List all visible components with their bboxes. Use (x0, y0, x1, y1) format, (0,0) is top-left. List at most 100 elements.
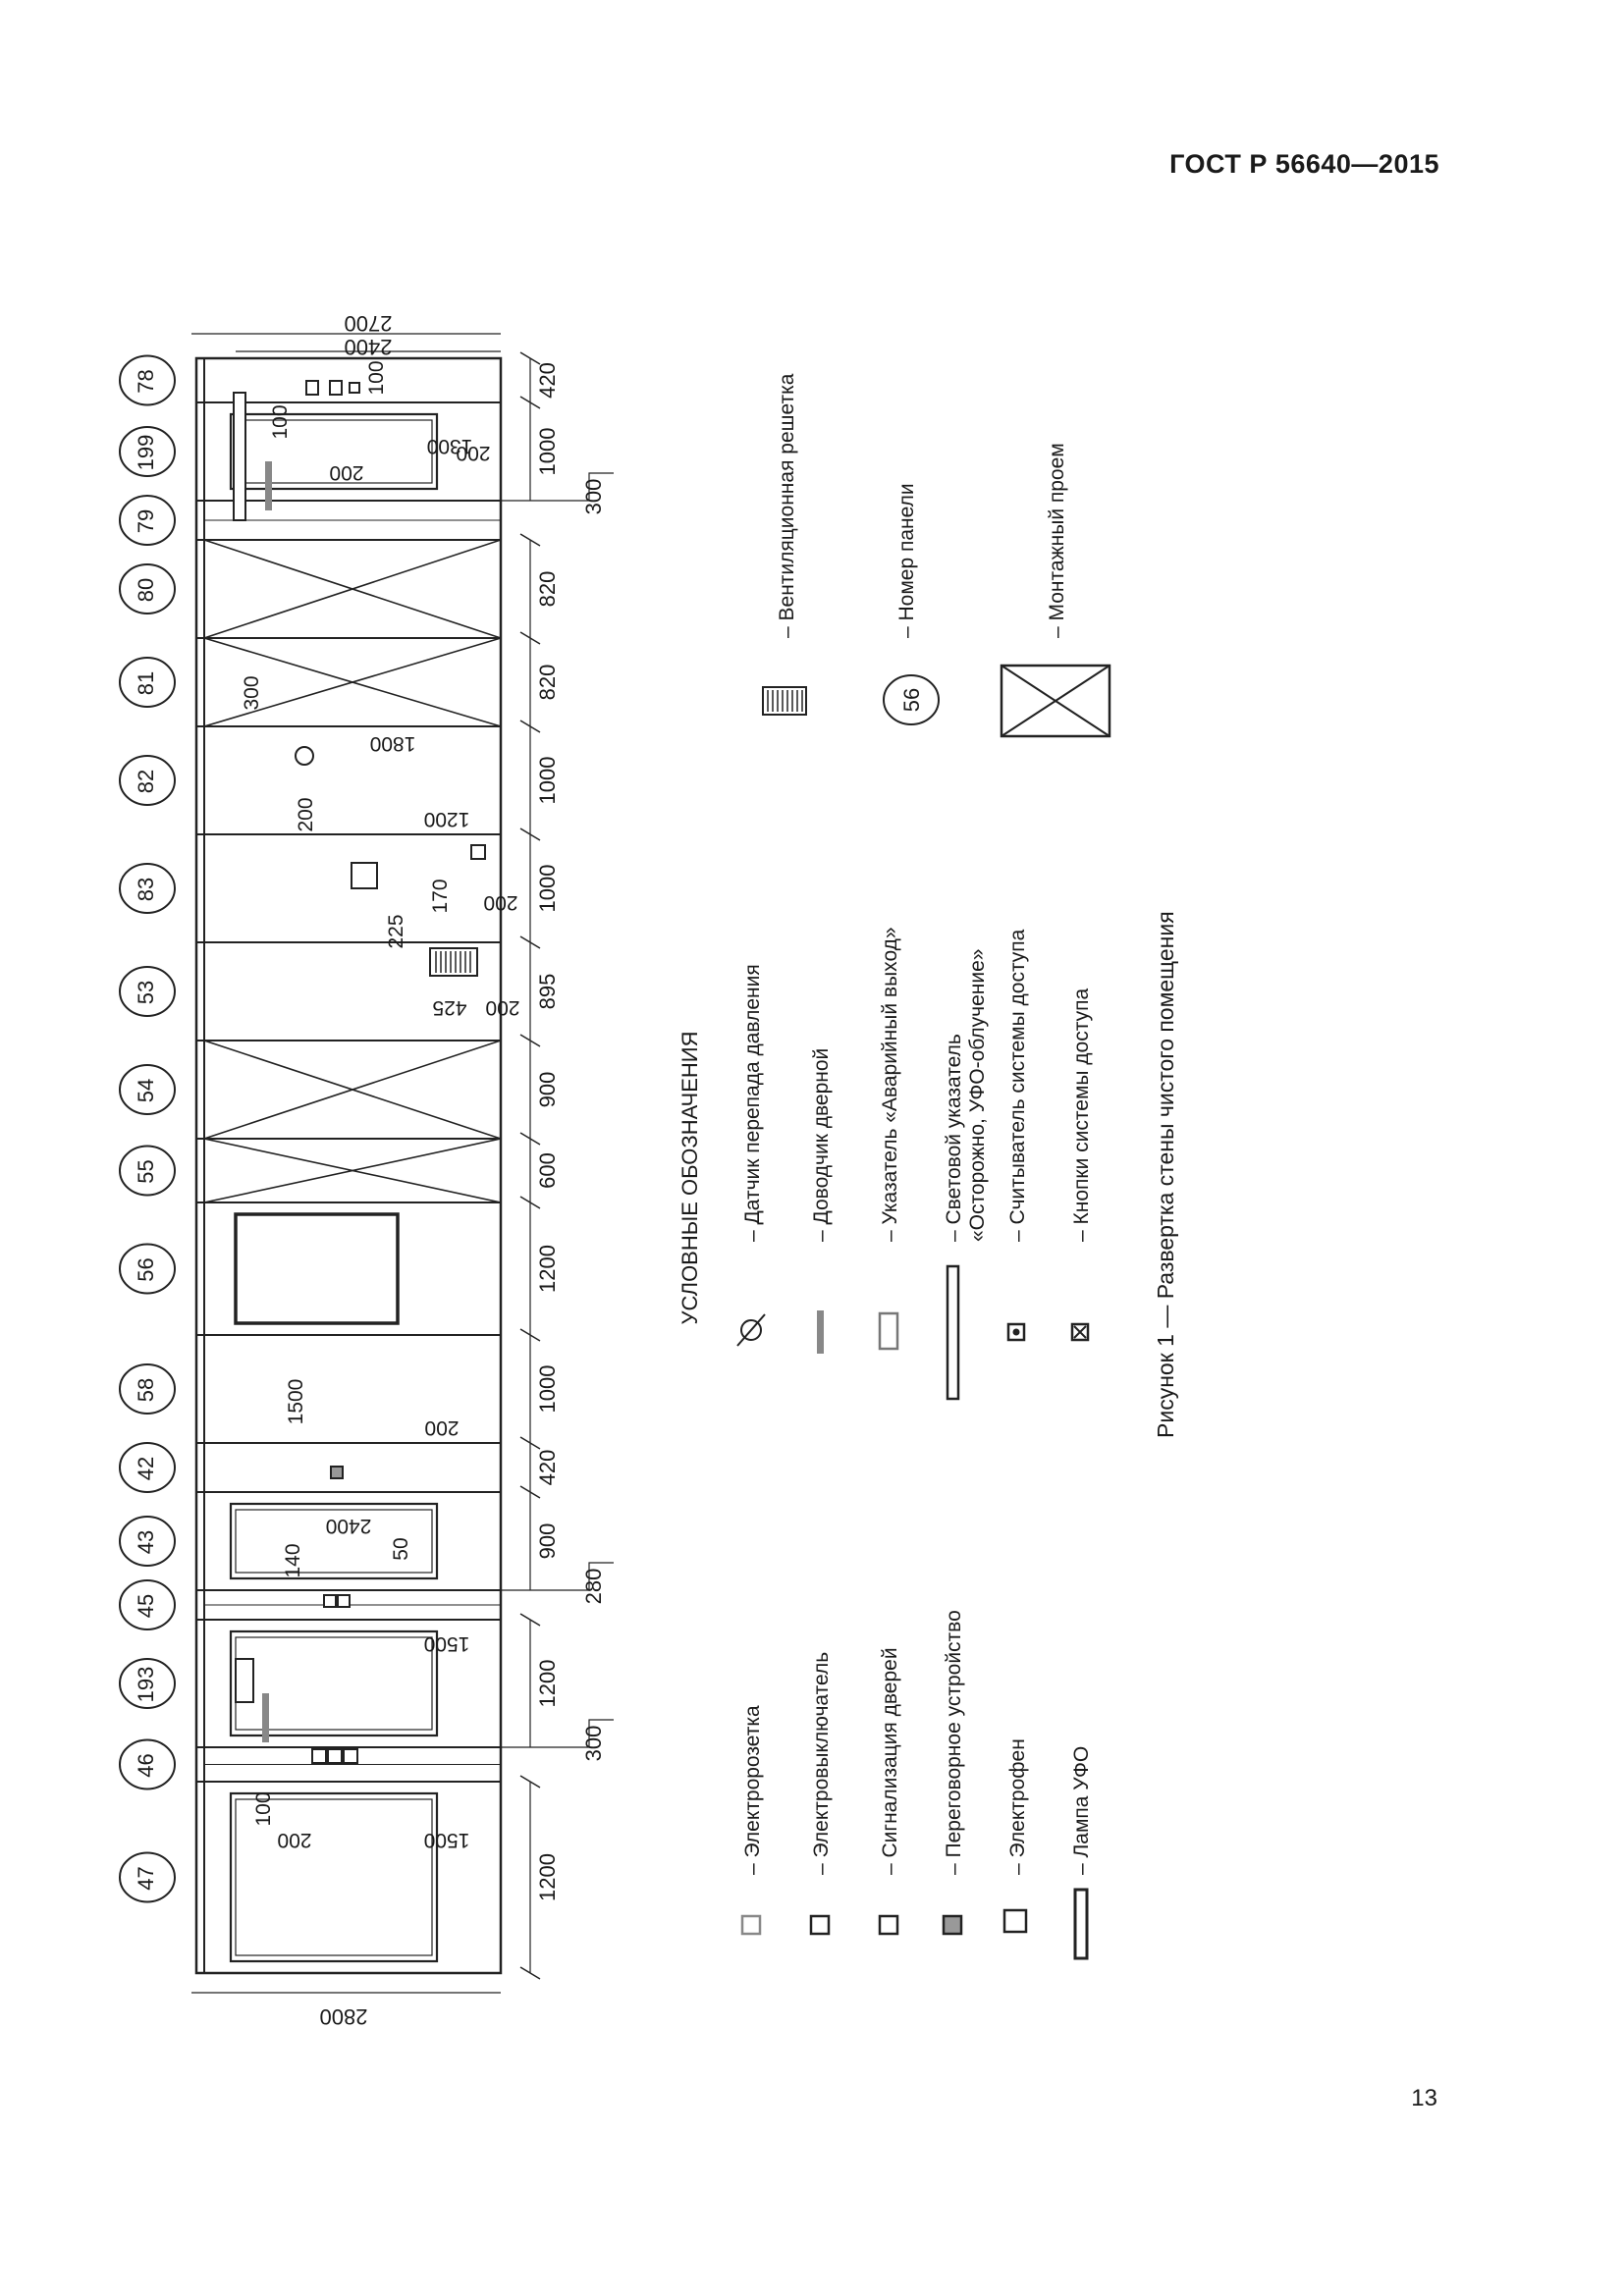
pressure-sensor-symbol (295, 746, 314, 766)
intercom-glyph (942, 1914, 963, 1936)
legend-label: – Вентиляционная решетка (776, 373, 798, 638)
switch-symbol (311, 1748, 327, 1764)
switch-icon (809, 1914, 831, 1936)
panel-number-circle (119, 1658, 176, 1709)
panel-number: 54 (134, 1079, 158, 1102)
pressure-sensor-icon (736, 1313, 766, 1347)
socket-glyph (740, 1914, 762, 1936)
panel-number: 82 (134, 770, 158, 793)
vent-grille-glyph (762, 686, 807, 716)
dimension-annotation: 300 (241, 675, 263, 710)
socket-icon (740, 1914, 762, 1936)
panel-number: 78 (134, 369, 158, 393)
panel-number-circle (119, 1145, 176, 1197)
socket-symbol (343, 1748, 358, 1764)
door-leaf (229, 412, 439, 491)
card-reader-dot (1012, 1328, 1020, 1336)
legend-label: – Монтажный проем (1046, 443, 1068, 638)
light-sign-icon (946, 1264, 960, 1401)
panel-number-circle (119, 1243, 176, 1295)
panel-number: 43 (134, 1530, 158, 1554)
figure-caption: Рисунок 1 — Развертка стены чистого поме… (1153, 911, 1178, 1438)
panel-number-circle (119, 1516, 176, 1567)
legend: УСЛОВНЫЕ ОБОЗНАЧЕНИЯ– Электророзетка– Эл… (677, 373, 1178, 1960)
panel-number-circle (119, 966, 176, 1017)
panel-number: 81 (134, 671, 158, 695)
panel-80: 80 820 (119, 533, 560, 639)
panel-number-bubble: 82 (119, 755, 176, 806)
panel-width-label: 1000 (535, 428, 560, 476)
window-frame (234, 1212, 400, 1325)
dimension-annotation: 1300 (427, 435, 473, 457)
panel-width-label: 600 (535, 1152, 560, 1189)
panel-number-bubble: 43 (119, 1516, 176, 1567)
uv-lamp-symbol (235, 1658, 254, 1703)
panel-width-label: 1000 (535, 1365, 560, 1414)
opening-cross-b (203, 1138, 502, 1203)
hand-dryer-glyph (1002, 1908, 1028, 1934)
panel-number-circle (119, 495, 176, 546)
panel-number: 80 (134, 578, 158, 602)
panel-54: 54 900 (119, 1034, 560, 1140)
dimension-tick (519, 1613, 541, 1627)
mounting-opening-icon (1000, 664, 1111, 738)
panel-width-label: 1200 (535, 1660, 560, 1708)
dimension-annotation: 225 (385, 914, 407, 948)
door-frame (235, 1798, 433, 1956)
socket-symbol (470, 844, 486, 860)
panel-53: 53 895 (119, 935, 560, 1041)
door-alarm-glyph (878, 1914, 899, 1936)
dimension-annotation: 200 (483, 891, 517, 914)
post-width-label: 300 (581, 1726, 606, 1762)
panel-width-label: 420 (535, 1450, 560, 1486)
intercom-icon (942, 1914, 963, 1936)
panel-number: 55 (134, 1159, 158, 1183)
dimension-annotation: 100 (252, 1791, 275, 1826)
opening-cross-b (203, 1040, 502, 1140)
panel-number: 42 (134, 1457, 158, 1480)
hand-dryer-symbol (351, 862, 378, 889)
panel-number-bubble: 54 (119, 1064, 176, 1115)
dimension-annotation: 200 (485, 996, 519, 1019)
legend-label: – Переговорное устройство (943, 1610, 965, 1875)
panel-number-circle (119, 657, 176, 708)
panel-number-circle (119, 755, 176, 806)
panel-number-icon: 56 (883, 674, 940, 725)
dimension-annotation: 1500 (285, 1379, 307, 1425)
panel-width-label: 895 (535, 974, 560, 1010)
legend-label: – Считыватель системы доступа (1006, 929, 1029, 1242)
door-leaf (229, 1791, 439, 1963)
panel-number-bubble: 193 (119, 1658, 176, 1709)
panel-number: 53 (134, 981, 158, 1004)
uv-lamp-icon (1073, 1888, 1089, 1960)
panel-number-circle (119, 563, 176, 614)
panel-number-circle (119, 1851, 176, 1903)
dimension-annotation: 200 (424, 1416, 459, 1439)
legend-label: – Кнопки системы доступа (1070, 988, 1093, 1242)
panel-number-circle (119, 1738, 176, 1790)
dimension-annotation: 170 (429, 879, 452, 913)
switch-glyph (809, 1914, 831, 1936)
panel-width-label: 820 (535, 571, 560, 608)
legend-label: – Световой указатель (943, 1034, 965, 1242)
switch-symbol (329, 380, 343, 396)
panel-number-circle (119, 426, 176, 477)
overall-height-right: 2700 (345, 311, 393, 336)
post-leader (501, 1562, 614, 1591)
dimension-annotation: 140 (282, 1543, 304, 1577)
legend-label: – Электрофен (1006, 1738, 1029, 1875)
standard-header: ГОСТ Р 56640—2015 (1169, 149, 1439, 179)
door-closer-glyph (817, 1310, 824, 1354)
legend-label: – Доводчик дверной (810, 1048, 833, 1242)
panel-number: 47 (134, 1866, 158, 1890)
inner-height-right: 2400 (345, 335, 393, 359)
post-leader (501, 1719, 614, 1748)
light-sign-symbol (233, 392, 246, 521)
panel-width-label: 900 (535, 1072, 560, 1108)
wall-outline (194, 356, 503, 1975)
